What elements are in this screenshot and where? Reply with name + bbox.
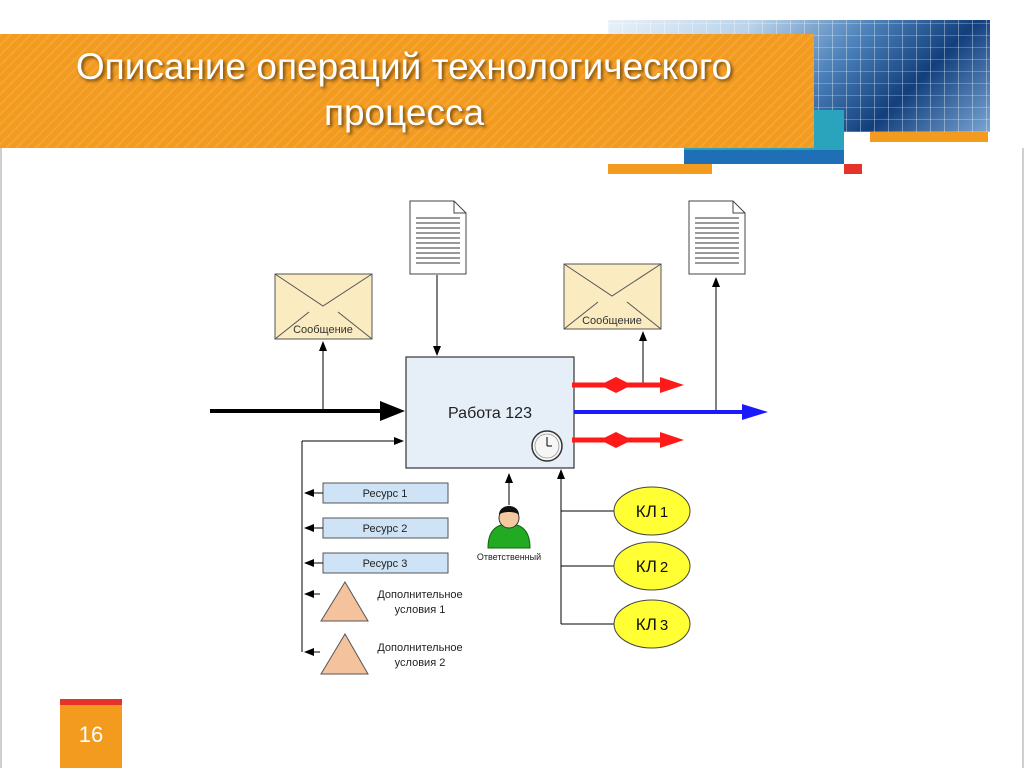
document-icon-left	[409, 200, 467, 275]
title-line-2: процесса	[323, 92, 485, 133]
resource-connector-lines	[301, 440, 402, 652]
page-number: 16	[78, 722, 104, 747]
main-output-arrowhead	[742, 404, 768, 420]
slide-frame-left	[0, 148, 2, 768]
arrow-kl-to-process	[557, 469, 565, 479]
decor-blue-block	[684, 150, 844, 164]
message-label-right: Сообщение	[582, 315, 642, 327]
decor-strip	[608, 164, 712, 174]
header-band	[0, 34, 814, 148]
page-number-box	[60, 705, 122, 768]
condition-label-line1: Дополнительное	[377, 589, 462, 601]
message-envelope-right: Сообщение	[563, 263, 662, 330]
arrow-into-process-left	[394, 437, 404, 445]
red-output-arrow-bottom	[572, 432, 684, 448]
resource-label: Ресурс 1	[363, 488, 408, 500]
condition-label-line1: Дополнительное	[377, 642, 462, 654]
clock-icon	[531, 430, 563, 462]
document-icon-right	[688, 200, 746, 275]
resource-label: Ресурс 2	[363, 523, 408, 535]
decor-strip	[870, 132, 988, 142]
condition-label-line2: условия 2	[395, 657, 446, 669]
slide-title: Описание операций технологического проце…	[0, 44, 808, 136]
process-label: Работа 123	[448, 405, 532, 422]
resource-item: Ресурс 2	[322, 517, 449, 539]
red-output-arrow-top	[572, 377, 684, 393]
person-icon	[487, 506, 531, 549]
condition-triangle	[320, 581, 369, 622]
resource-item: Ресурс 1	[322, 482, 449, 504]
slide-frame-right	[1022, 148, 1024, 768]
title-line-1: Описание операций технологического	[75, 46, 733, 87]
message-envelope-left: Сообщение	[274, 273, 373, 340]
message-label-left: Сообщение	[293, 324, 353, 336]
responsible-label: Ответственный	[477, 552, 541, 562]
kl-connector-lines	[560, 476, 614, 625]
condition-triangle	[320, 633, 369, 675]
resource-item: Ресурс 3	[322, 552, 449, 574]
page-number-accent	[60, 699, 122, 705]
decor-red-square	[844, 164, 862, 174]
main-input-arrowhead	[380, 401, 405, 421]
resource-label: Ресурс 3	[363, 558, 408, 570]
condition-label-line2: условия 1	[395, 604, 446, 616]
